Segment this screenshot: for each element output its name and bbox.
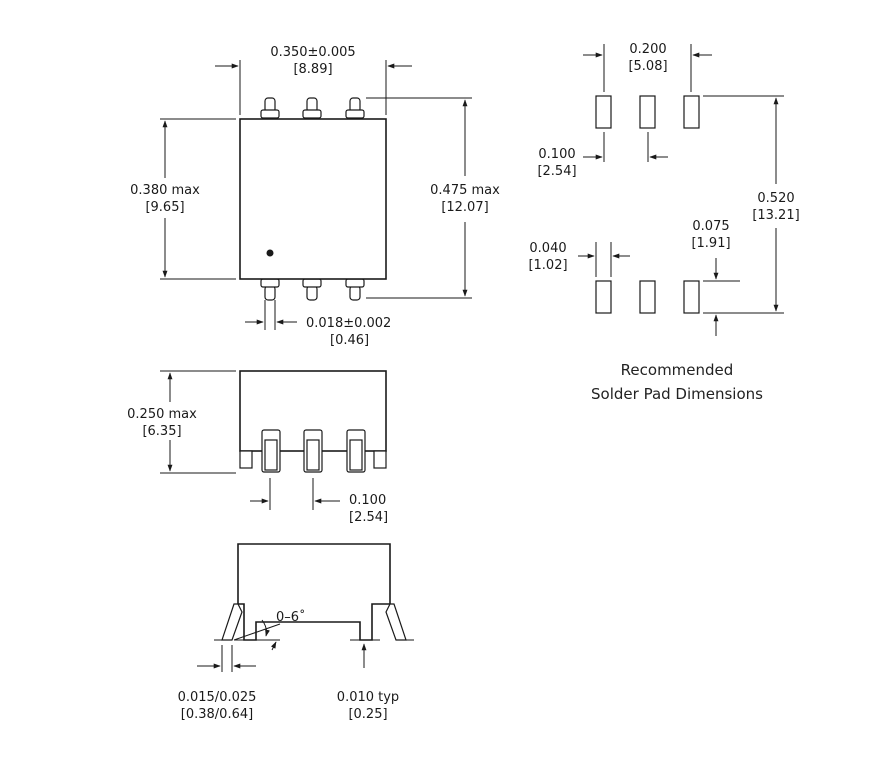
pad-span-label: 0.520	[757, 191, 794, 206]
end-body	[237, 543, 391, 641]
solder-pad	[639, 280, 656, 314]
body-height-mm-label: [9.65]	[145, 200, 184, 215]
bottom-leads	[260, 278, 365, 301]
pad-spacing-label: 0.100	[538, 147, 575, 162]
side-height-label: 0.250 max	[127, 407, 197, 422]
top-width-label: 0.350±0.005	[270, 45, 355, 60]
lead-width-mm-label: [0.46]	[330, 333, 369, 348]
solder-pad	[639, 95, 656, 129]
package-body	[239, 118, 387, 280]
overall-height-mm-label: [12.07]	[441, 200, 488, 215]
standoff-mm-label: [0.25]	[348, 707, 387, 722]
right-gullwing-lead	[385, 603, 407, 641]
top-leads	[260, 97, 365, 119]
pad-length-label: 0.075	[692, 219, 729, 234]
pad-spacing-mm-label: [2.54]	[537, 164, 576, 179]
solder-pad-caption-line1: Recommended	[621, 361, 734, 379]
side-height-mm-label: [6.35]	[142, 424, 181, 439]
pad-pitch-mm-label: [5.08]	[628, 59, 667, 74]
pad-width-mm-label: [1.02]	[528, 258, 567, 273]
overall-height-label: 0.475 max	[430, 183, 500, 198]
foot-label: 0.015/0.025	[178, 690, 257, 705]
side-leads	[261, 429, 366, 473]
top-view: 0.350±0.005 [8.89] 0.380 max [9.65] 0.47…	[130, 45, 500, 348]
side-pitch-mm-label: [2.54]	[349, 510, 388, 525]
body-height-label: 0.380 max	[130, 183, 200, 198]
side-view: 0.250 max [6.35] 0.100 [2.54]	[127, 370, 388, 525]
solder-pad-caption-line2: Solder Pad Dimensions	[591, 385, 763, 403]
left-gullwing-lead	[221, 603, 243, 641]
side-pitch-label: 0.100	[349, 493, 386, 508]
pin1-marker	[266, 249, 274, 257]
pad-width-label: 0.040	[529, 241, 566, 256]
standoff-label: 0.010 typ	[337, 690, 399, 705]
solder-pad	[683, 280, 700, 314]
angle-label: 0–6˚	[276, 609, 306, 625]
foot-mm-label: [0.38/0.64]	[181, 707, 253, 722]
solder-pad	[683, 95, 700, 129]
pad-length-mm-label: [1.91]	[691, 236, 730, 251]
pad-pitch-label: 0.200	[629, 42, 666, 57]
end-view: 0–6˚ 0.015/0.025 [0.38/0.64] 0.010 typ […	[178, 543, 414, 722]
pad-span-mm-label: [13.21]	[752, 208, 799, 223]
solder-pads-view: 0.200 [5.08] 0.100 [2.54] 0.520 [13.21] …	[528, 42, 799, 403]
solder-pad	[595, 280, 612, 314]
lead-width-label: 0.018±0.002	[306, 316, 391, 331]
solder-pad	[595, 95, 612, 129]
top-width-mm-label: [8.89]	[293, 62, 332, 77]
